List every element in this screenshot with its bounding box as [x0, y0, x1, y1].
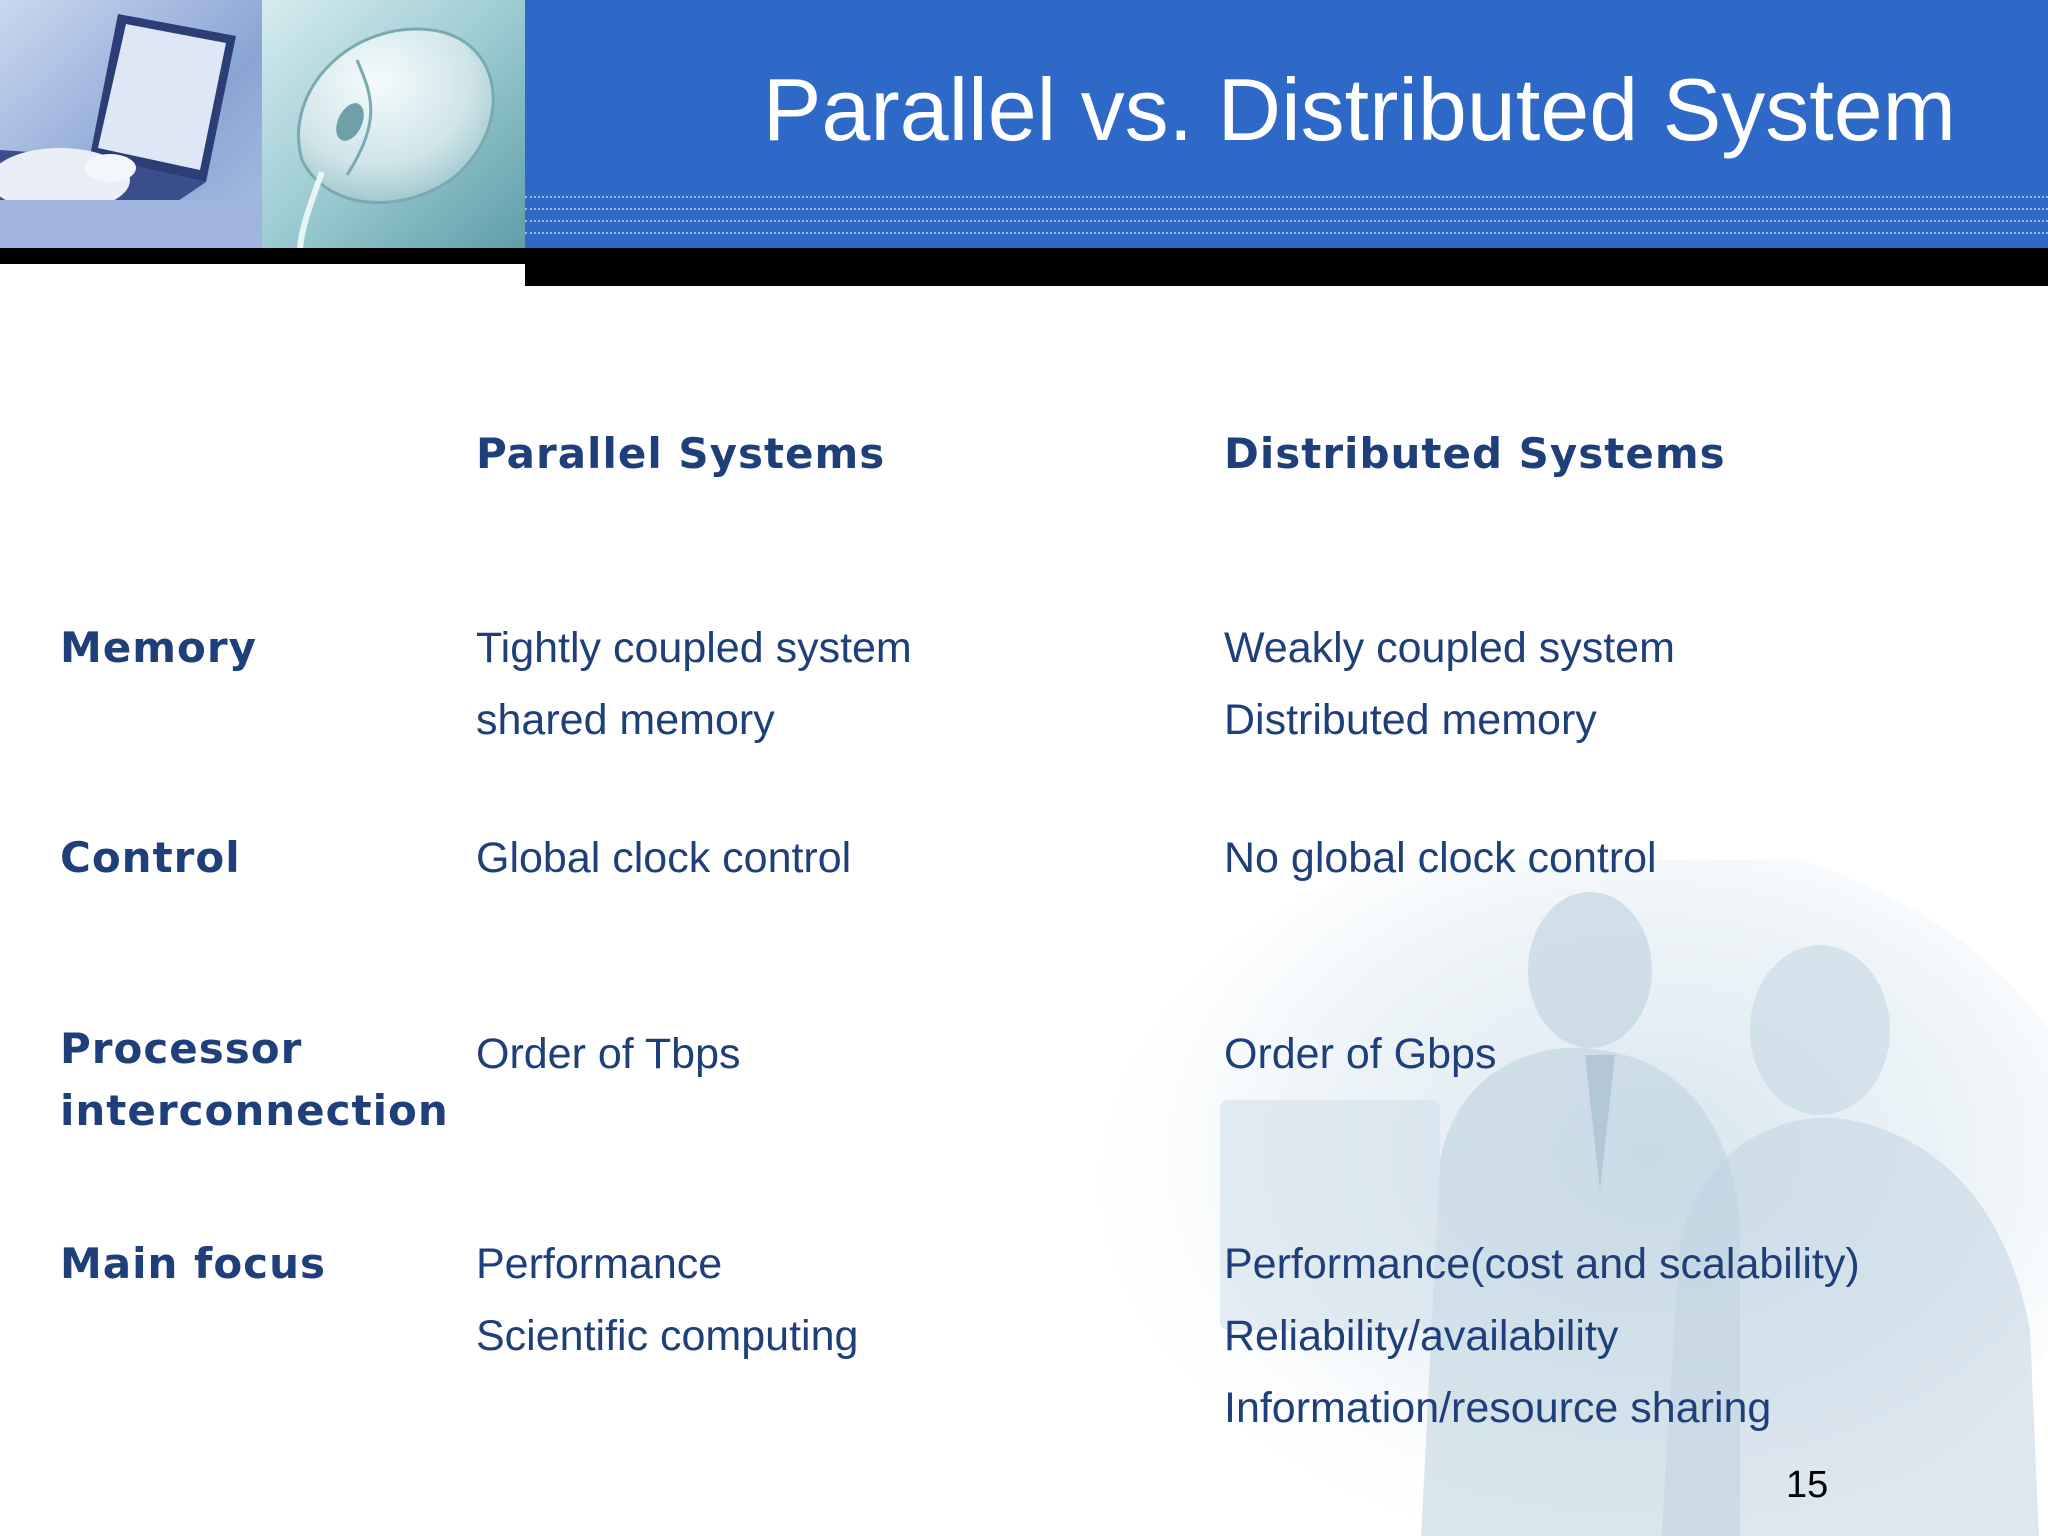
cell-line: Scientific computing [476, 1312, 859, 1360]
row-label-line: Memory [60, 623, 257, 672]
title-divider [525, 196, 2048, 198]
row-label-memory: Memory [60, 612, 257, 684]
cell-line: Weakly coupled system [1224, 624, 1675, 672]
title-divider [525, 220, 2048, 222]
slide-title: Parallel vs. Distributed System [762, 60, 1956, 159]
cell-line: Performance [476, 1240, 723, 1288]
interconnection-parallel-cell: Order of Tbps [476, 1018, 741, 1090]
cell-line: Information/resource sharing [1224, 1384, 1772, 1432]
column-header-parallel: Parallel Systems [476, 429, 886, 478]
title-divider [525, 232, 2048, 234]
control-parallel-cell: Global clock control [476, 822, 851, 894]
laptop-photo [0, 0, 262, 248]
row-label-processor-interconnection: Processor interconnection [60, 1018, 449, 1142]
row-label-line: Control [60, 833, 241, 882]
row-label-line: Main focus [60, 1239, 326, 1288]
main-focus-distributed-cell: Performance(cost and scalability) Reliab… [1224, 1228, 1860, 1444]
row-label-line: Processor [60, 1024, 303, 1073]
cell-line: Global clock control [476, 834, 852, 882]
header-rule [525, 248, 2048, 286]
page-number: 15 [1786, 1464, 1829, 1506]
business-people-watermark [1080, 830, 2048, 1536]
title-band [525, 0, 2048, 248]
row-label-main-focus: Main focus [60, 1228, 326, 1300]
title-divider [525, 208, 2048, 210]
cell-line: Distributed memory [1224, 696, 1597, 744]
computer-mouse-photo [262, 0, 525, 248]
cell-line: Order of Tbps [476, 1030, 741, 1078]
control-distributed-cell: No global clock control [1224, 822, 1657, 894]
cell-line: shared memory [476, 696, 775, 744]
interconnection-distributed-cell: Order of Gbps [1224, 1018, 1496, 1090]
cell-line: Order of Gbps [1224, 1030, 1497, 1078]
header-rule [0, 248, 525, 264]
header-photos [0, 0, 525, 248]
row-label-control: Control [60, 822, 241, 894]
cell-line: Tightly coupled system [476, 624, 912, 672]
cell-line: Reliability/availability [1224, 1312, 1619, 1360]
main-focus-parallel-cell: Performance Scientific computing [476, 1228, 858, 1372]
cell-line: Performance(cost and scalability) [1224, 1240, 1860, 1288]
cell-line: No global clock control [1224, 834, 1657, 882]
memory-parallel-cell: Tightly coupled system shared memory [476, 612, 912, 756]
column-header-distributed: Distributed Systems [1224, 429, 1726, 478]
memory-distributed-cell: Weakly coupled system Distributed memory [1224, 612, 1675, 756]
row-label-line: interconnection [60, 1086, 449, 1135]
